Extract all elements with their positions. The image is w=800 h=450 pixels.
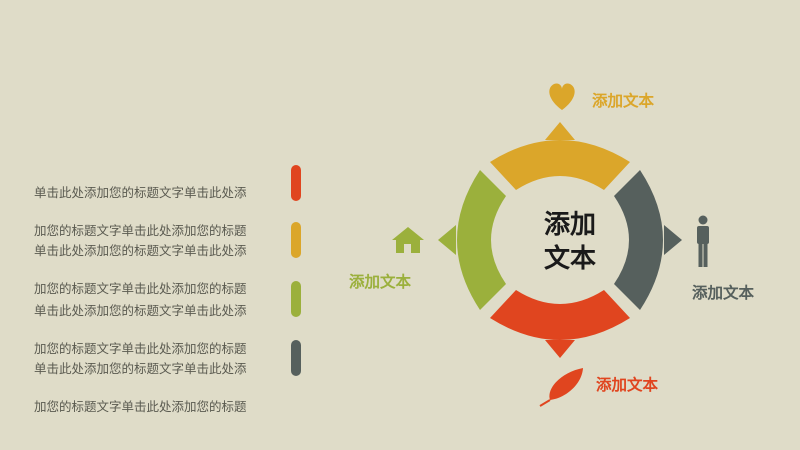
center-line: 文本 <box>543 244 596 274</box>
list-item-line: 单击此处添加您的标题文字单击此处添 <box>34 361 247 376</box>
segment-top-arrow <box>545 122 575 140</box>
segment-bottom-arrow <box>545 340 575 358</box>
yellow-marker <box>291 222 301 258</box>
list-item-line: 加您的标题文字单击此处添加您的标题 <box>34 341 247 356</box>
segment-left-arrow <box>438 225 456 255</box>
list-item-text: 单击此处添加您的标题文字单击此处添 加您的标题文字单击此处添加您的标题 <box>34 164 274 259</box>
list-item-line: 加您的标题文字单击此处添加您的标题 <box>34 281 247 296</box>
label-left: 添加文本 <box>349 273 412 291</box>
center-line: 添加 <box>543 210 596 240</box>
gray-marker <box>291 340 301 376</box>
heart-icon <box>549 83 575 110</box>
person-icon <box>697 215 709 267</box>
green-marker <box>291 281 301 317</box>
red-marker <box>291 165 301 201</box>
label-right: 添加文本 <box>692 284 755 302</box>
list-item-line: 单击此处添加您的标题文字单击此处添 <box>34 243 247 258</box>
segment-left <box>457 170 506 310</box>
segment-right-arrow <box>664 225 682 255</box>
center-text: 添加 文本 <box>510 208 630 276</box>
house-icon <box>392 227 424 253</box>
list-item-line: 加您的标题文字单击此处添加您的标题 <box>34 399 247 414</box>
list-item-text: 单击此处添加您的标题文字单击此处添 加您的标题文字单击此处添加您的标题 <box>34 282 274 377</box>
label-bottom: 添加文本 <box>596 376 659 394</box>
label-top: 添加文本 <box>592 92 655 110</box>
segment-right <box>614 170 663 310</box>
segment-bottom <box>490 290 630 340</box>
list-item-line: 单击此处添加您的标题文字单击此处添 <box>34 303 247 318</box>
list-item-line: 加您的标题文字单击此处添加您的标题 <box>34 223 247 238</box>
leaf-icon <box>539 368 583 407</box>
list-item-text: 单击此处添加您的标题文字单击此处添 加您的标题文字单击此处添加您的标题 <box>34 340 274 435</box>
list-item-text: 单击此处添加您的标题文字单击此处添 加您的标题文字单击此处添加您的标题 <box>34 222 274 317</box>
list-item-line: 单击此处添加您的标题文字单击此处添 <box>34 185 247 200</box>
segment-top <box>490 140 630 190</box>
